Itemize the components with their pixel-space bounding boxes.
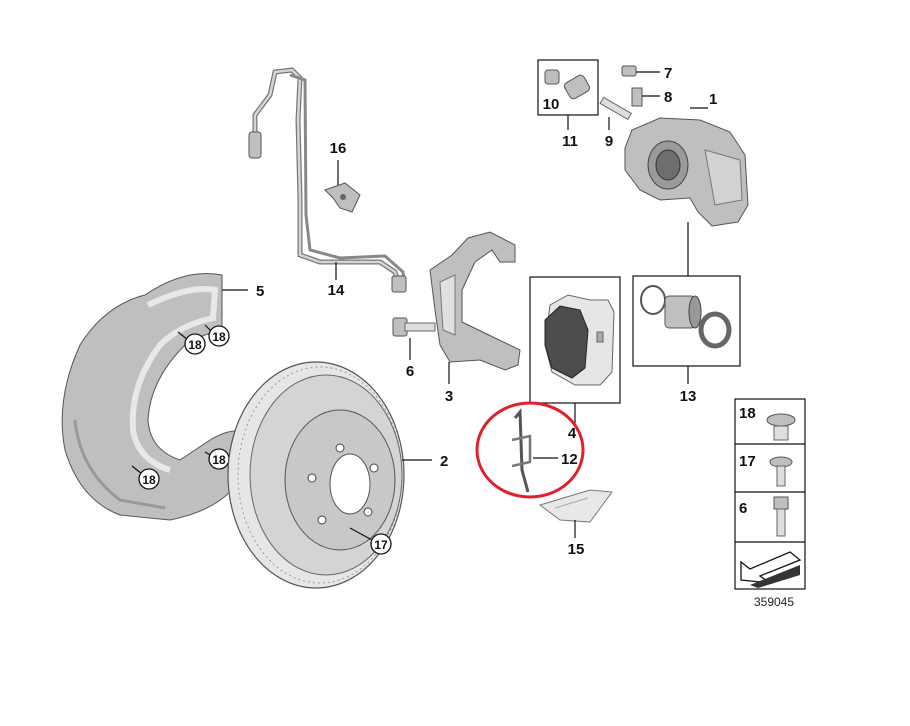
label-3: 3: [445, 388, 453, 405]
brake-disc: [227, 361, 405, 589]
bleeder-valve: [631, 87, 643, 107]
label-4: 4: [568, 425, 577, 442]
brake-pads: [544, 294, 615, 386]
grease-packet: [538, 489, 613, 523]
hex-bolt: [392, 317, 436, 337]
dust-cap: [621, 65, 637, 77]
label-11: 11: [562, 133, 578, 150]
fastener-legend: 18 17 6: [734, 398, 806, 590]
label-1: 1: [709, 91, 717, 108]
label-5: 5: [256, 283, 264, 300]
callout-17: 17: [349, 527, 392, 555]
svg-text:18: 18: [212, 330, 226, 344]
reference-number: 359045: [754, 595, 794, 609]
callout-18-d: 18: [204, 448, 230, 470]
label-14: 14: [328, 282, 345, 299]
highlight-circle: [475, 401, 585, 499]
label-13: 13: [680, 388, 697, 405]
hex-bolt-icon: [773, 496, 789, 537]
callout-18-b: 18: [204, 324, 230, 347]
svg-text:18: 18: [142, 473, 156, 487]
guide-sleeve: [544, 69, 591, 100]
label-16: 16: [330, 140, 347, 157]
brake-wear-sensor-cable: [248, 67, 407, 293]
cable-bracket: [324, 182, 361, 213]
callout-18-a: 18: [177, 331, 206, 355]
legend-label-18: 18: [739, 405, 756, 422]
svg-text:17: 17: [374, 538, 388, 552]
label-12: 12: [561, 451, 578, 468]
legend-label-6: 6: [739, 500, 747, 517]
label-10: 10: [543, 96, 560, 113]
anti-rattle-clip: [511, 408, 532, 493]
callout-18-c: 18: [131, 465, 160, 490]
svg-text:18: 18: [188, 338, 202, 352]
label-2: 2: [440, 453, 448, 470]
legend-label-17: 17: [739, 453, 756, 470]
label-8: 8: [664, 89, 672, 106]
label-15: 15: [568, 541, 585, 558]
piston-seal-kit: [640, 285, 732, 349]
piston-kit-box: [632, 275, 741, 367]
label-7: 7: [664, 65, 672, 82]
label-6: 6: [406, 363, 414, 380]
caliper-carrier: [429, 231, 521, 371]
guide-bolt: [599, 96, 633, 121]
arrow-icon: [740, 551, 802, 588]
brake-caliper: [624, 117, 749, 227]
svg-text:18: 18: [212, 453, 226, 467]
flange-bolt-icon: [766, 413, 796, 441]
label-9: 9: [605, 133, 613, 150]
countersunk-screw-icon: [769, 456, 793, 487]
